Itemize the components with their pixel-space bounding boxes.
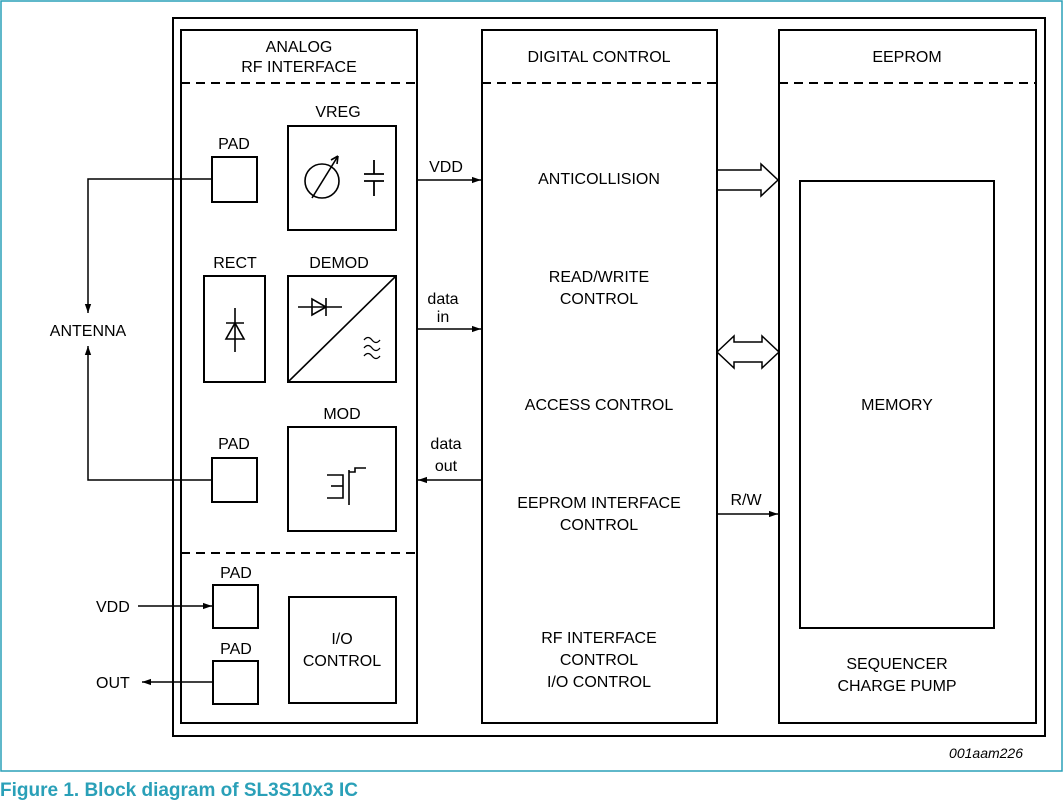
data-in-label-line2: in	[437, 309, 449, 326]
ic-outline	[172, 17, 1046, 737]
rf-interface-label-line1: RF INTERFACE	[541, 630, 657, 647]
rf-interface-label-line2: CONTROL	[560, 652, 638, 669]
figure-code: 001aam226	[949, 745, 1023, 761]
figure-frame	[0, 0, 1063, 772]
vreg-label: VREG	[315, 104, 360, 121]
transistor-icon	[327, 467, 366, 505]
read-write-label-line2: CONTROL	[560, 291, 638, 308]
regulator-icon	[304, 155, 340, 199]
data-out-label-line1: data	[430, 436, 461, 453]
mod-label: MOD	[323, 406, 360, 423]
vreg-block	[287, 125, 397, 231]
vdd-signal-label: VDD	[429, 159, 463, 176]
demod-block	[287, 275, 397, 383]
memory-block	[799, 180, 995, 629]
charge-pump-label: CHARGE PUMP	[837, 678, 956, 695]
digital-title: DIGITAL CONTROL	[527, 49, 670, 66]
demod-diode-icon	[298, 297, 342, 317]
pad-vdd	[212, 584, 259, 629]
rect-block	[203, 275, 266, 383]
data-in-label-line1: data	[427, 291, 458, 308]
capacitor-icon	[364, 160, 384, 196]
analog-rf-interface-block: ANALOG RF INTERFACE	[180, 29, 418, 724]
memory-label: MEMORY	[861, 397, 933, 414]
eeprom-interface-label-line2: CONTROL	[560, 517, 638, 534]
vdd-external-label: VDD	[96, 599, 130, 616]
antenna-line-bottom	[84, 346, 212, 481]
analog-title-line1: ANALOG	[266, 39, 333, 56]
io-control-line2: CONTROL	[303, 653, 381, 670]
digital-control-block: DIGITAL CONTROL ANTICOLLISION READ/WRITE…	[481, 29, 718, 724]
io-control-line1: I/O	[331, 631, 352, 648]
sine-wave-icon	[363, 336, 381, 360]
eeprom-title: EEPROM	[872, 49, 941, 66]
demod-label: DEMOD	[309, 255, 369, 272]
diode-icon	[224, 308, 246, 352]
pad-mid	[211, 457, 258, 503]
analog-title-line2: RF INTERFACE	[241, 59, 357, 76]
mod-block	[287, 426, 397, 532]
sequencer-label: SEQUENCER	[846, 656, 947, 673]
eeprom-interface-label-line1: EEPROM INTERFACE	[517, 495, 681, 512]
figure-caption: Figure 1. Block diagram of SL3S10x3 IC	[0, 780, 358, 801]
rw-label: R/W	[730, 492, 762, 509]
antenna-label: ANTENNA	[50, 323, 127, 340]
anticollision-label: ANTICOLLISION	[538, 171, 660, 188]
pad-label-vdd: PAD	[220, 565, 252, 582]
access-control-label: ACCESS CONTROL	[525, 397, 674, 414]
io-control-block: I/O CONTROL	[288, 596, 397, 704]
pad-out	[212, 660, 259, 705]
pad-label-out: PAD	[220, 641, 252, 658]
eeprom-block: EEPROM MEMORY SEQUENCER CHARGE PUMP	[778, 29, 1037, 724]
out-external-label: OUT	[96, 675, 130, 692]
read-write-label-line1: READ/WRITE	[549, 269, 649, 286]
pad-label-mid: PAD	[218, 436, 250, 453]
rf-interface-label-line3: I/O CONTROL	[547, 674, 651, 691]
pad-label-top: PAD	[218, 136, 250, 153]
data-out-label-line2: out	[435, 458, 458, 475]
bus-arrow-bidirectional	[715, 334, 781, 370]
antenna-line-top	[84, 178, 212, 313]
pad-top	[211, 156, 258, 203]
bus-arrow-anticollision	[717, 162, 780, 198]
rect-label: RECT	[213, 255, 257, 272]
